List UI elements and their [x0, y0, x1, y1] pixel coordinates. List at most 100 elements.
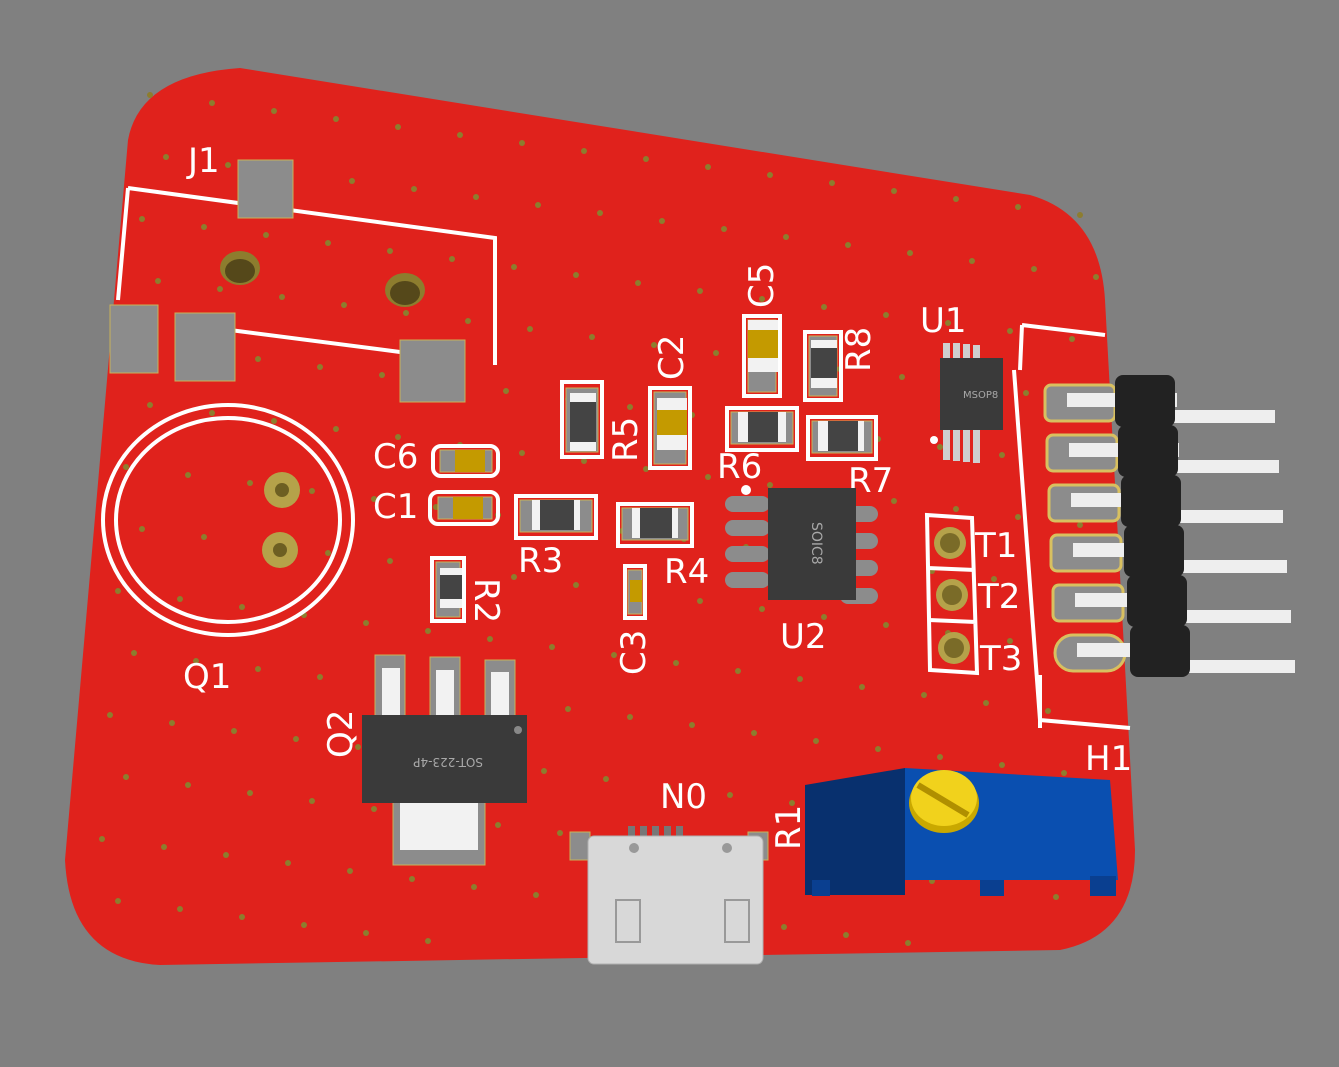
via	[231, 728, 237, 734]
via	[355, 744, 361, 750]
via	[293, 736, 299, 742]
via	[953, 506, 959, 512]
capacitor-c6[interactable]	[431, 444, 500, 478]
via	[945, 320, 951, 326]
ic-u2[interactable]: SOIC8	[725, 485, 878, 604]
via	[883, 312, 889, 318]
via	[905, 940, 911, 946]
capacitor-c5[interactable]	[742, 314, 782, 398]
via	[527, 326, 533, 332]
via	[603, 776, 609, 782]
resistor-r2[interactable]	[430, 556, 466, 623]
via	[907, 250, 913, 256]
capacitor-c2[interactable]	[648, 386, 692, 470]
pin-header-h1[interactable]	[1012, 323, 1295, 730]
label-j1: J1	[186, 141, 220, 181]
regulator-q2[interactable]: SOT-223-4P	[362, 654, 527, 866]
via	[983, 700, 989, 706]
via	[255, 666, 261, 672]
via	[155, 278, 161, 284]
transistor-q1[interactable]	[101, 403, 355, 637]
via	[99, 836, 105, 842]
via	[875, 746, 881, 752]
package-u1: MSOP8	[963, 390, 998, 401]
label-t3: T3	[979, 639, 1022, 679]
via	[449, 256, 455, 262]
via	[581, 458, 587, 464]
usb-connector-n0[interactable]	[569, 826, 769, 965]
via	[325, 550, 331, 556]
via	[673, 660, 679, 666]
via	[1023, 390, 1029, 396]
header-pin	[1180, 660, 1295, 673]
via	[387, 558, 393, 564]
header-pin	[1176, 610, 1291, 623]
via	[1031, 266, 1037, 272]
pcb-board[interactable]	[65, 68, 1135, 965]
potentiometer-r1[interactable]	[805, 768, 1118, 896]
capacitor-c1[interactable]	[428, 490, 500, 526]
via	[349, 178, 355, 184]
resistor-r4[interactable]	[616, 502, 694, 548]
via	[185, 782, 191, 788]
via	[1007, 328, 1013, 334]
via	[379, 372, 385, 378]
via	[781, 924, 787, 930]
via	[403, 310, 409, 316]
via	[271, 418, 277, 424]
label-r4: R4	[664, 552, 709, 592]
via	[263, 232, 269, 238]
header-body	[1121, 475, 1181, 527]
resistor-r5[interactable]	[560, 380, 604, 459]
resistor-r8[interactable]	[803, 330, 843, 402]
via	[177, 596, 183, 602]
header-body	[1118, 425, 1178, 477]
label-t1: T1	[974, 526, 1017, 566]
via	[1093, 274, 1099, 280]
test-points[interactable]	[924, 512, 980, 676]
via	[471, 884, 477, 890]
via	[689, 722, 695, 728]
via	[161, 844, 167, 850]
via	[209, 410, 215, 416]
via	[573, 582, 579, 588]
label-t2: T2	[977, 577, 1020, 617]
via	[465, 318, 471, 324]
via	[301, 922, 307, 928]
via	[279, 294, 285, 300]
via	[953, 196, 959, 202]
via	[581, 148, 587, 154]
via	[387, 248, 393, 254]
via	[1007, 638, 1013, 644]
connector-j1[interactable]	[109, 159, 497, 403]
via	[821, 614, 827, 620]
via	[225, 162, 231, 168]
via	[223, 852, 229, 858]
via	[937, 444, 943, 450]
via	[643, 156, 649, 162]
via	[705, 474, 711, 480]
label-u1: U1	[920, 301, 967, 341]
via	[341, 302, 347, 308]
via	[519, 140, 525, 146]
via	[201, 534, 207, 540]
via	[139, 216, 145, 222]
via	[665, 784, 671, 790]
capacitor-c3[interactable]	[623, 564, 647, 620]
resistor-r6[interactable]	[725, 406, 799, 452]
resistor-r7[interactable]	[806, 415, 878, 461]
via	[999, 762, 1005, 768]
via	[627, 714, 633, 720]
label-c6: C6	[373, 437, 418, 477]
ic-u1[interactable]: MSOP8	[930, 343, 1003, 463]
via	[1015, 514, 1021, 520]
resistor-r3[interactable]	[514, 494, 598, 540]
via	[759, 296, 765, 302]
via	[511, 264, 517, 270]
via	[767, 482, 773, 488]
via	[333, 426, 339, 432]
via	[147, 92, 153, 98]
via	[651, 342, 657, 348]
via	[163, 154, 169, 160]
